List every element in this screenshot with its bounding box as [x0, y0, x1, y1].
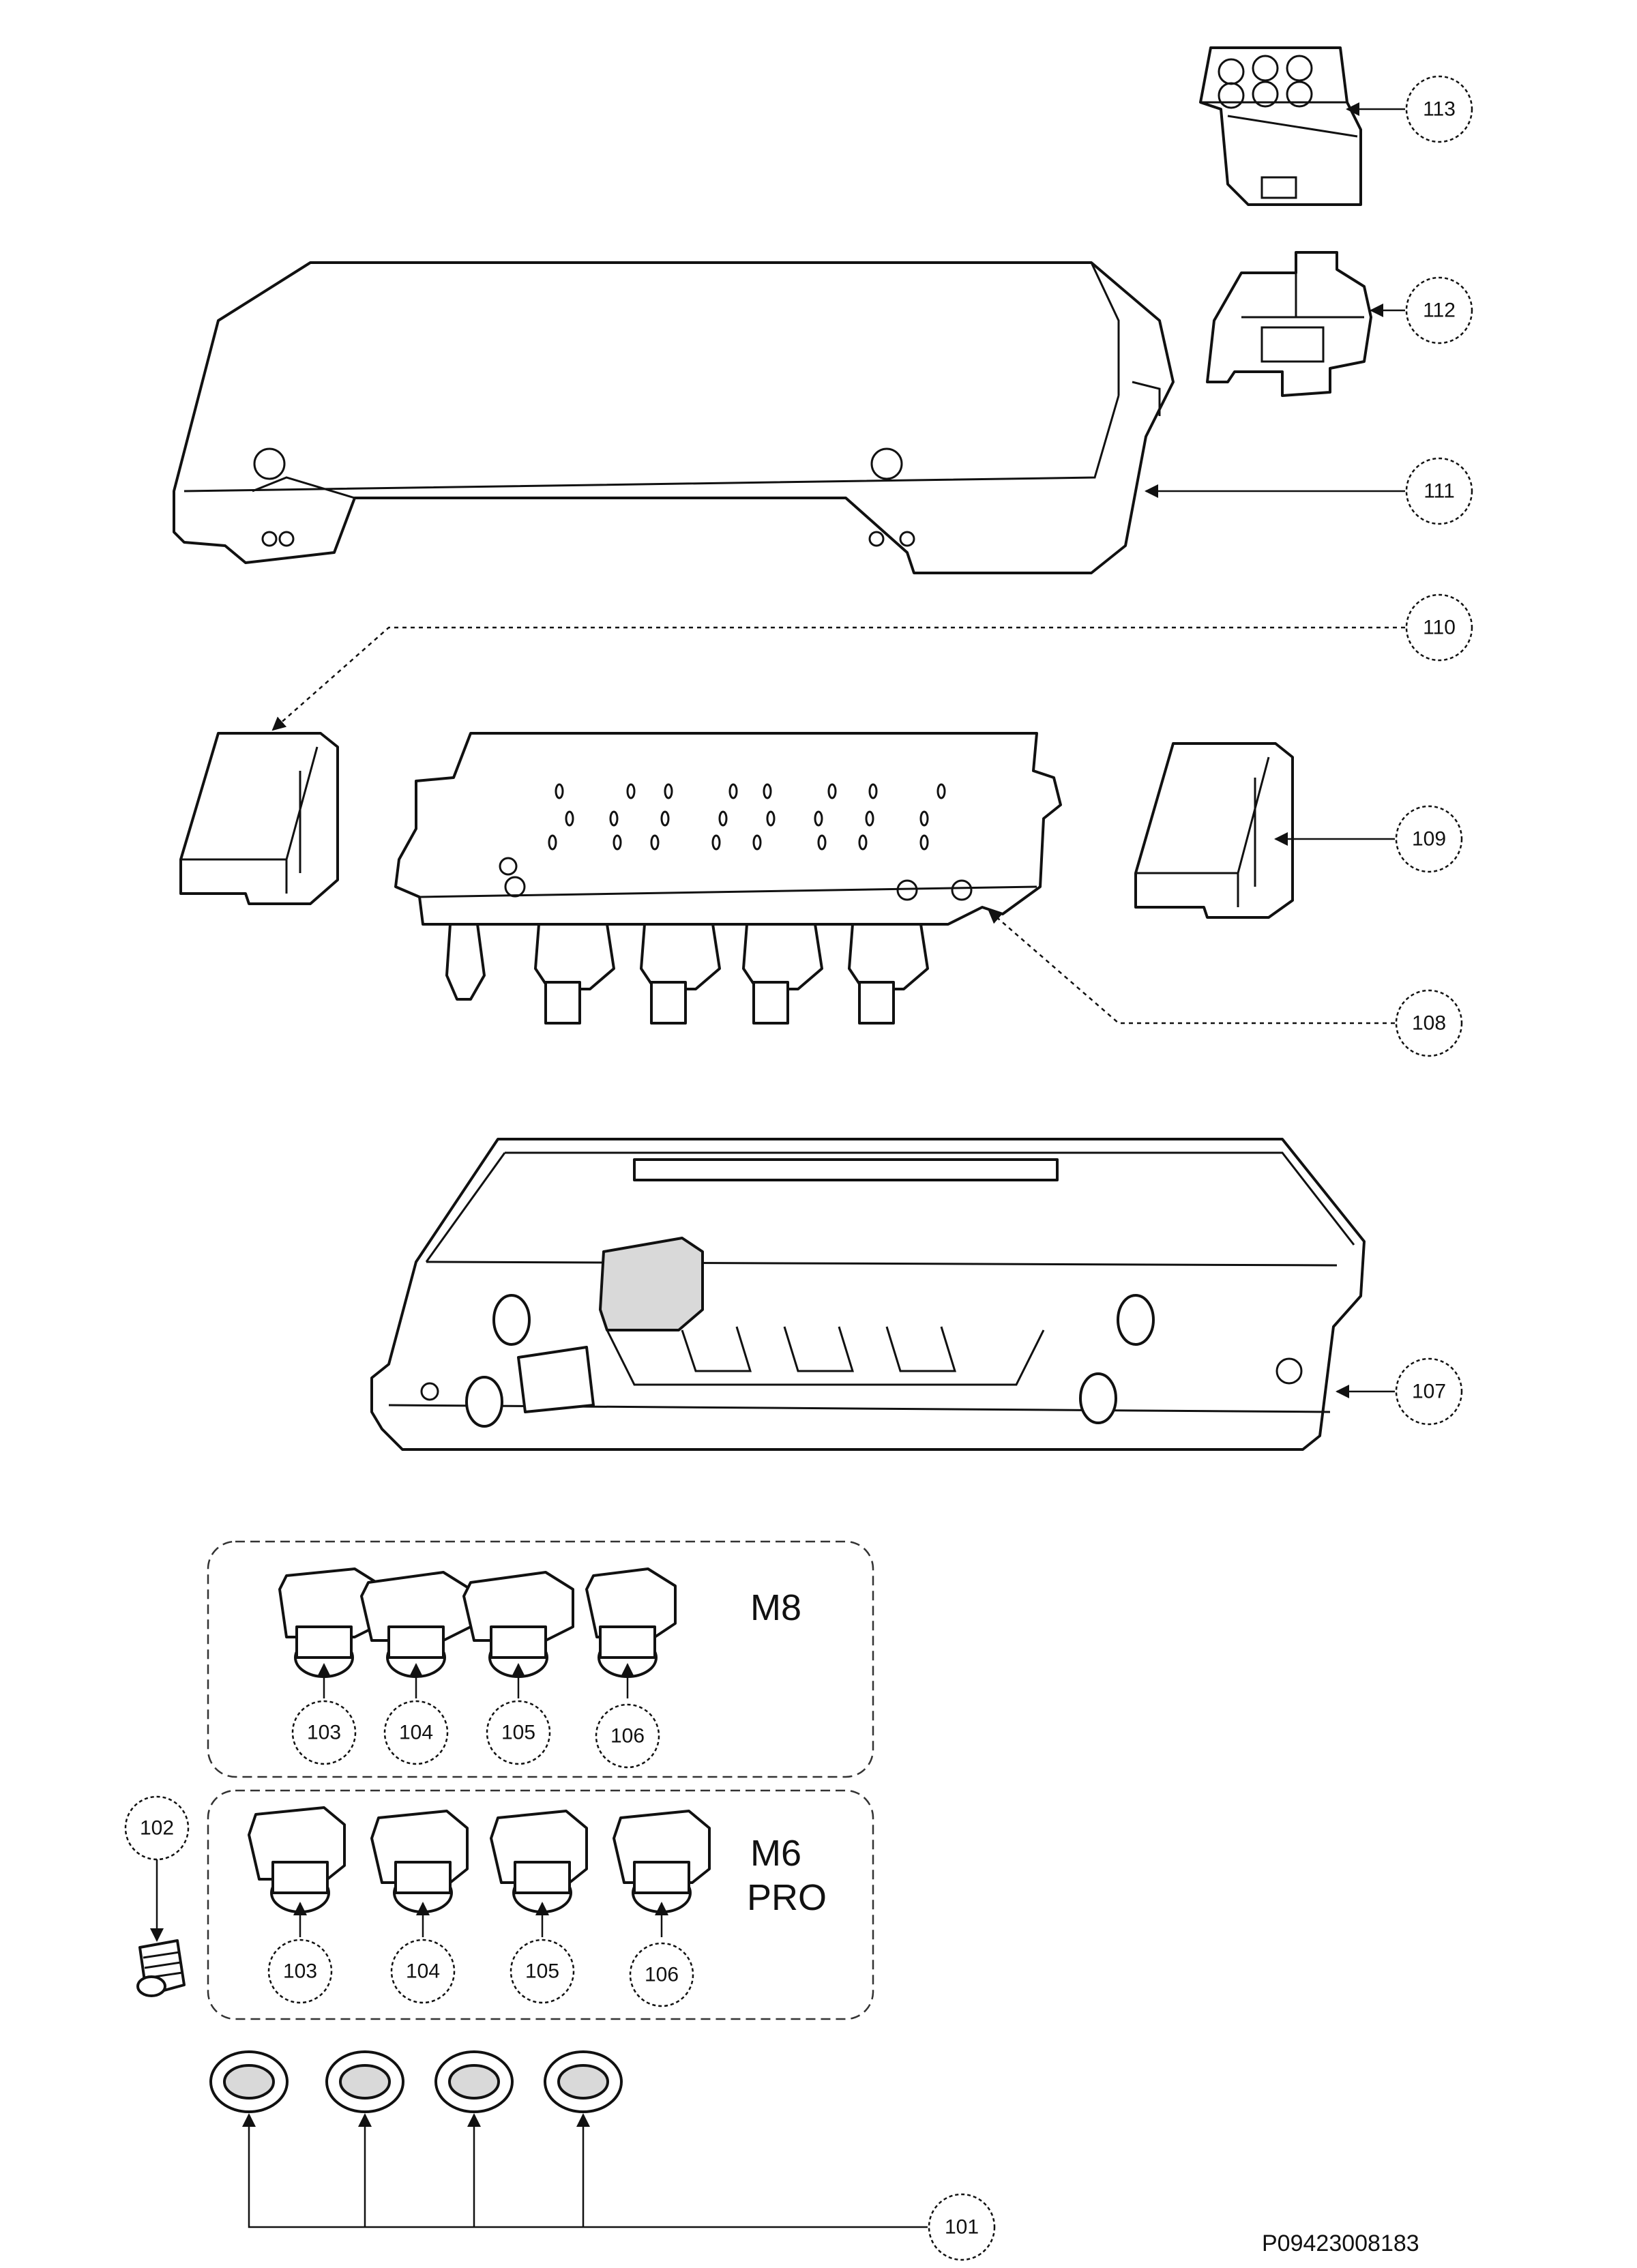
svg-text:107: 107: [1412, 1381, 1446, 1403]
svg-text:102: 102: [140, 1817, 174, 1840]
part-107-base-tray: [370, 1138, 1366, 1451]
svg-text:109: 109: [1412, 828, 1446, 851]
svg-text:113: 113: [1423, 98, 1456, 121]
svg-text:106: 106: [645, 1964, 679, 1986]
svg-text:108: 108: [1412, 1012, 1446, 1035]
part-111-top-cover: [173, 261, 1175, 574]
callout-108: 108: [1395, 989, 1463, 1057]
callout-105-m6: 105: [510, 1939, 575, 2004]
callout-103-m8: 103: [291, 1700, 357, 1765]
variant-label-pro: PRO: [747, 1877, 827, 1918]
svg-text:105: 105: [501, 1722, 535, 1744]
callout-106-m8: 106: [595, 1703, 660, 1769]
drawing-number: P09423008183: [1262, 2230, 1419, 2256]
group-m6-pro: M6 PRO: [207, 1789, 874, 2020]
svg-text:104: 104: [399, 1722, 433, 1744]
callout-104-m8: 104: [383, 1700, 449, 1765]
m6-pro-knobs: [248, 1806, 711, 1913]
callout-107: 107: [1395, 1357, 1463, 1426]
callout-104-m6: 104: [390, 1939, 456, 2004]
variant-label-m6: M6: [750, 1833, 801, 1874]
board-holes: [548, 783, 946, 851]
m8-knobs: [278, 1567, 677, 1678]
svg-text:111: 111: [1424, 480, 1455, 503]
group-m8: M8: [207, 1540, 874, 1778]
svg-text:104: 104: [406, 1960, 440, 1983]
callout-113: 113: [1405, 75, 1473, 143]
callout-105-m8: 105: [486, 1700, 551, 1765]
svg-text:112: 112: [1423, 299, 1456, 322]
svg-text:105: 105: [525, 1960, 559, 1983]
svg-text:103: 103: [283, 1960, 317, 1983]
svg-text:106: 106: [610, 1725, 645, 1748]
part-101-rings: [209, 2050, 623, 2113]
leader-lines: [150, 102, 1405, 2228]
variant-label-m8: M8: [750, 1587, 801, 1628]
callout-106-m6: 106: [629, 1942, 694, 2007]
part-110-block: [179, 732, 339, 905]
callout-102: 102: [124, 1795, 190, 1861]
callout-112: 112: [1405, 276, 1473, 344]
part-109-block: [1134, 742, 1294, 919]
callout-109: 109: [1395, 805, 1463, 873]
callout-101: 101: [928, 2193, 996, 2261]
part-112-clip: [1206, 251, 1372, 397]
callout-103-m6: 103: [267, 1939, 333, 2004]
callout-110: 110: [1405, 593, 1473, 662]
part-102-spring: [136, 1939, 186, 1997]
part-113-connector: [1199, 46, 1362, 206]
callout-111: 111: [1405, 457, 1473, 525]
svg-text:101: 101: [945, 2216, 979, 2239]
svg-text:103: 103: [307, 1722, 341, 1744]
part-108-circuit-board: [394, 732, 1062, 1025]
svg-text:110: 110: [1423, 617, 1456, 639]
board-switches: [445, 923, 929, 1025]
